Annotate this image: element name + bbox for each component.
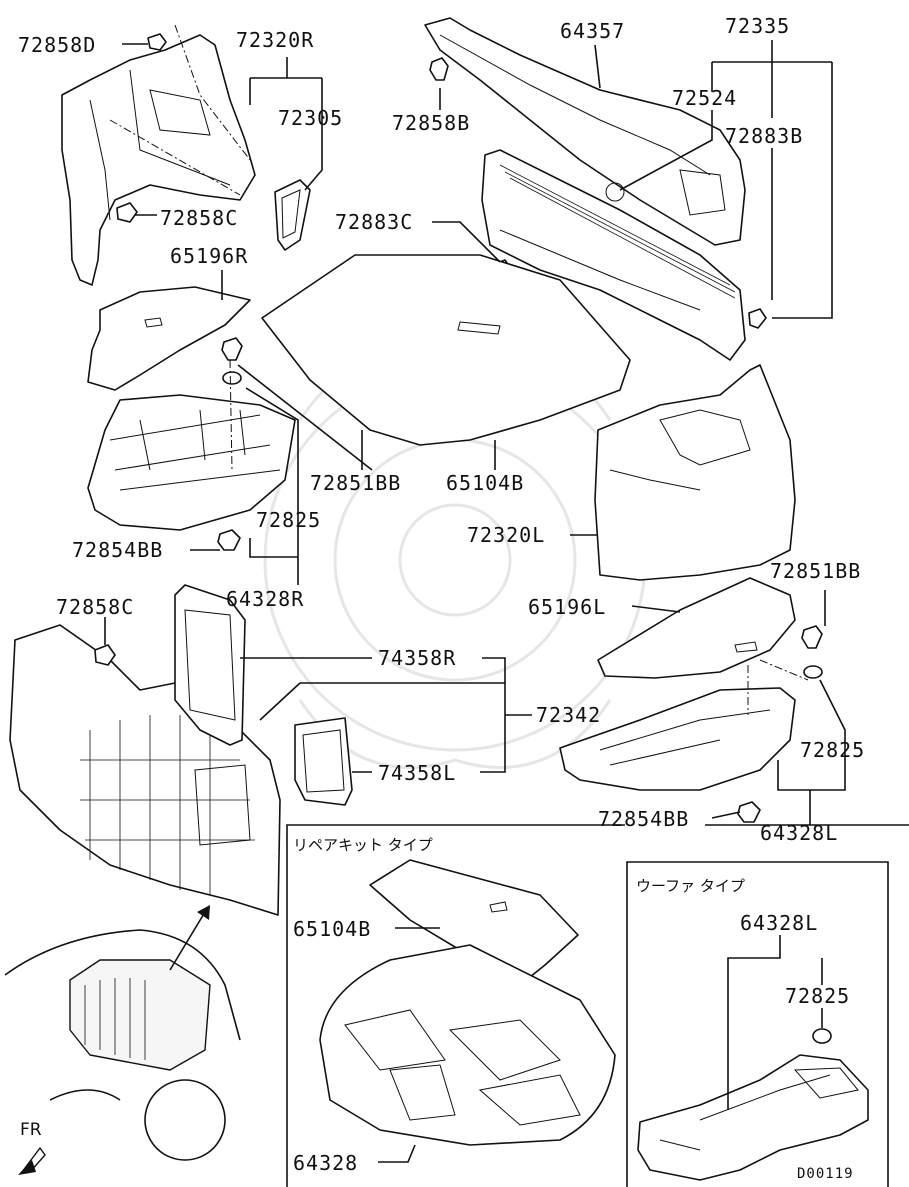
- label-64328L-box: 64328L: [740, 911, 818, 935]
- label-72851BB-right: 72851BB: [770, 559, 861, 583]
- part-64328-repair-tray[interactable]: [319, 944, 616, 1146]
- label-72320L: 72320L: [467, 523, 545, 547]
- label-72305: 72305: [278, 106, 343, 130]
- label-72854BB-right: 72854BB: [598, 807, 689, 831]
- part-72858B-clip[interactable]: [429, 57, 449, 81]
- part-65104B-box-mat[interactable]: [369, 859, 579, 986]
- label-72524: 72524: [672, 86, 737, 110]
- label-72858C-mid: 72858C: [56, 595, 134, 619]
- label-72825-right: 72825: [800, 738, 865, 762]
- label-64328: 64328: [293, 1151, 358, 1175]
- label-72858D: 72858D: [18, 33, 96, 57]
- label-72320R: 72320R: [236, 28, 314, 52]
- part-72851BB-clip-left[interactable]: [221, 337, 243, 361]
- label-72825-box: 72825: [785, 984, 850, 1008]
- part-64357-trim[interactable]: [424, 17, 746, 246]
- part-72854BB-clip-right[interactable]: [737, 801, 761, 823]
- part-64328L-woofer-tray[interactable]: [637, 1054, 869, 1181]
- label-65104B-box: 65104B: [293, 917, 371, 941]
- part-72883B-clip[interactable]: [748, 308, 767, 329]
- part-72825-ring-right[interactable]: [803, 665, 823, 679]
- label-74358L: 74358L: [378, 761, 456, 785]
- part-72858D-clip[interactable]: [147, 33, 167, 51]
- part-65104B-floor-mat[interactable]: [261, 254, 631, 446]
- label-72883B: 72883B: [725, 124, 803, 148]
- label-72342: 72342: [536, 703, 601, 727]
- label-72858C-top: 72858C: [160, 206, 238, 230]
- label-64328R: 64328R: [226, 587, 304, 611]
- diagram-code: D00119: [797, 1166, 854, 1182]
- label-72858B: 72858B: [392, 111, 470, 135]
- part-72320R-side-trim[interactable]: [61, 24, 256, 286]
- woofer-type-label: ウーファ タイプ: [636, 877, 745, 895]
- fr-arrow-icon: [18, 1146, 46, 1175]
- part-64328R-tray[interactable]: [87, 394, 296, 531]
- label-72854BB-left: 72854BB: [72, 538, 163, 562]
- part-72858C-clip-top[interactable]: [116, 202, 138, 223]
- label-65196L: 65196L: [528, 595, 606, 619]
- label-72883C: 72883C: [335, 210, 413, 234]
- label-65104B-top: 65104B: [446, 471, 524, 495]
- repair-kit-type-label: リペアキット タイプ: [293, 836, 433, 854]
- part-rear-board[interactable]: [481, 149, 746, 361]
- label-64357: 64357: [560, 19, 625, 43]
- part-65196L-mat[interactable]: [597, 577, 796, 679]
- label-72825-left: 72825: [256, 508, 321, 532]
- vehicle-location-inset: [4, 905, 241, 1161]
- part-72305-panel[interactable]: [274, 179, 311, 251]
- label-72851BB-left: 72851BB: [310, 471, 401, 495]
- part-65196R-mat[interactable]: [87, 286, 251, 391]
- woofer-box: ウーファ タイプ: [626, 861, 889, 1187]
- part-74358L-panel[interactable]: [294, 717, 353, 806]
- part-72825-ring-left[interactable]: [222, 371, 242, 385]
- label-65196R: 65196R: [170, 244, 248, 268]
- part-72825-ring-box[interactable]: [812, 1028, 832, 1044]
- part-72342-rear-panel[interactable]: [9, 624, 281, 916]
- part-72851BB-clip-right[interactable]: [801, 625, 823, 649]
- label-74358R: 74358R: [378, 646, 456, 670]
- part-64328L-tray[interactable]: [559, 687, 796, 791]
- label-64328L-right: 64328L: [760, 821, 838, 845]
- part-labels: 72858D 72320R 72305 72858C 65196R 64357 …: [18, 14, 865, 1175]
- part-72854BB-clip-left[interactable]: [217, 529, 241, 551]
- part-74358R-panel[interactable]: [174, 584, 246, 746]
- fr-label: FR: [20, 1120, 42, 1140]
- repair-kit-box: リペアキット タイプ: [286, 824, 909, 1187]
- label-72335: 72335: [725, 14, 790, 38]
- part-72858C-clip-mid[interactable]: [94, 644, 116, 666]
- part-72320L-side-trim[interactable]: [594, 364, 796, 581]
- leader-lines: [104, 40, 846, 1163]
